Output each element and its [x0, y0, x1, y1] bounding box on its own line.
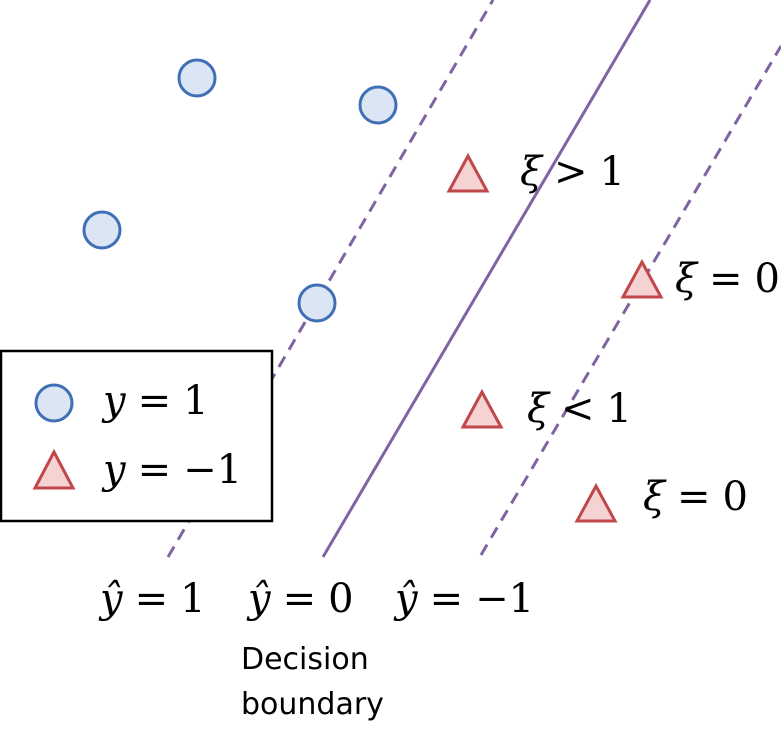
- slack-label: ξ<1: [527, 386, 632, 432]
- legend-triangle-icon: [32, 448, 76, 490]
- triangle-point: [574, 482, 618, 523]
- legend-circle-icon: [34, 383, 74, 423]
- line-label: ŷ=1: [98, 576, 206, 622]
- circle-point: [358, 85, 398, 125]
- decision-boundary-caption: Decision boundary: [241, 642, 384, 722]
- legend: y=1 y=−1: [0, 349, 274, 523]
- circle-point: [177, 58, 217, 98]
- slack-label: ξ=0: [675, 256, 780, 302]
- decision-boundary-line: [321, 0, 652, 558]
- triangle-point: [620, 258, 664, 299]
- legend-box: [0, 349, 274, 523]
- slack-label: ξ=0: [643, 474, 748, 520]
- slack-label: ξ>1: [520, 149, 625, 195]
- line-label: ŷ=−1: [393, 576, 534, 622]
- circle-point: [82, 210, 122, 250]
- triangle-point: [460, 388, 504, 429]
- legend-label: y=−1: [101, 447, 242, 493]
- legend-label: y=1: [101, 378, 209, 424]
- line-label: ŷ=0: [246, 576, 354, 622]
- circle-point: [297, 283, 337, 323]
- triangle-point: [446, 152, 490, 193]
